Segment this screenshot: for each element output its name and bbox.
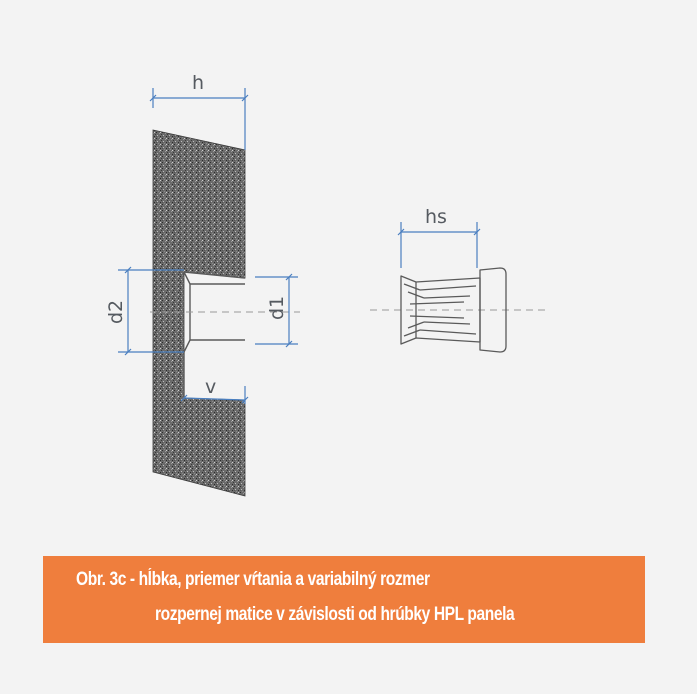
caption-line-1: Obr. 3c - hĺbka, priemer vŕtania a varia… [76, 569, 430, 590]
label-d1: d1 [266, 296, 288, 320]
label-h: h [192, 72, 204, 94]
technical-drawing: h hs d2 d1 v [105, 72, 550, 497]
figure-caption: Obr. 3c - hĺbka, priemer vŕtania a varia… [43, 556, 645, 643]
label-v: v [205, 376, 216, 398]
expansion-nut [400, 267, 507, 353]
dimension-lines [118, 88, 481, 404]
hpl-panel [152, 129, 246, 497]
label-d2: d2 [105, 300, 127, 324]
centerlines [150, 309, 550, 313]
caption-line-2: rozpernej matice v závislosti od hrúbky … [155, 604, 515, 625]
label-hs: hs [425, 206, 447, 228]
